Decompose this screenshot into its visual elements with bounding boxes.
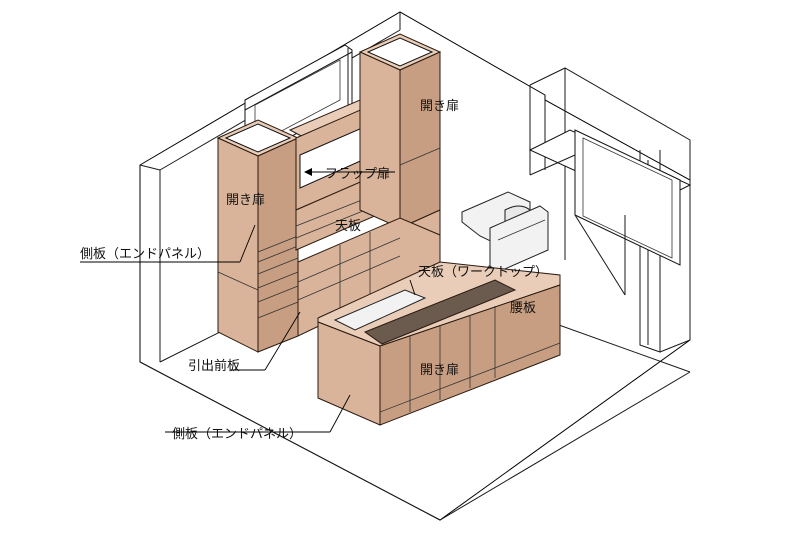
left-tall-cabinet — [216, 119, 300, 353]
sink-range — [461, 191, 549, 273]
label-side-panel-upper: 側板（エンドパネル） — [80, 246, 210, 261]
right-window — [528, 129, 692, 296]
flap-arrow-icon — [304, 168, 312, 176]
leader-lines — [80, 171, 416, 433]
label-side-panel-lower: 側板（エンドパネル） — [172, 426, 302, 441]
label-hinged-door-island: 開き扉 — [420, 362, 459, 377]
label-kick-panel: 腰板 — [510, 300, 536, 315]
label-hinged-door-top: 開き扉 — [420, 98, 459, 113]
label-flap-door: フラップ扉 — [325, 166, 390, 181]
label-drawer-front: 引出前板 — [188, 358, 240, 373]
label-worktop: 天板（ワークトップ） — [418, 264, 548, 279]
labels: 開き扉 フラップ扉 開き扉 天板 側板（エンドパネル） 天板（ワークトップ） 腰… — [80, 98, 548, 441]
label-hinged-door-left: 開き扉 — [226, 192, 265, 207]
label-top-board-upper: 天板 — [335, 218, 361, 233]
island-counter — [317, 261, 561, 426]
